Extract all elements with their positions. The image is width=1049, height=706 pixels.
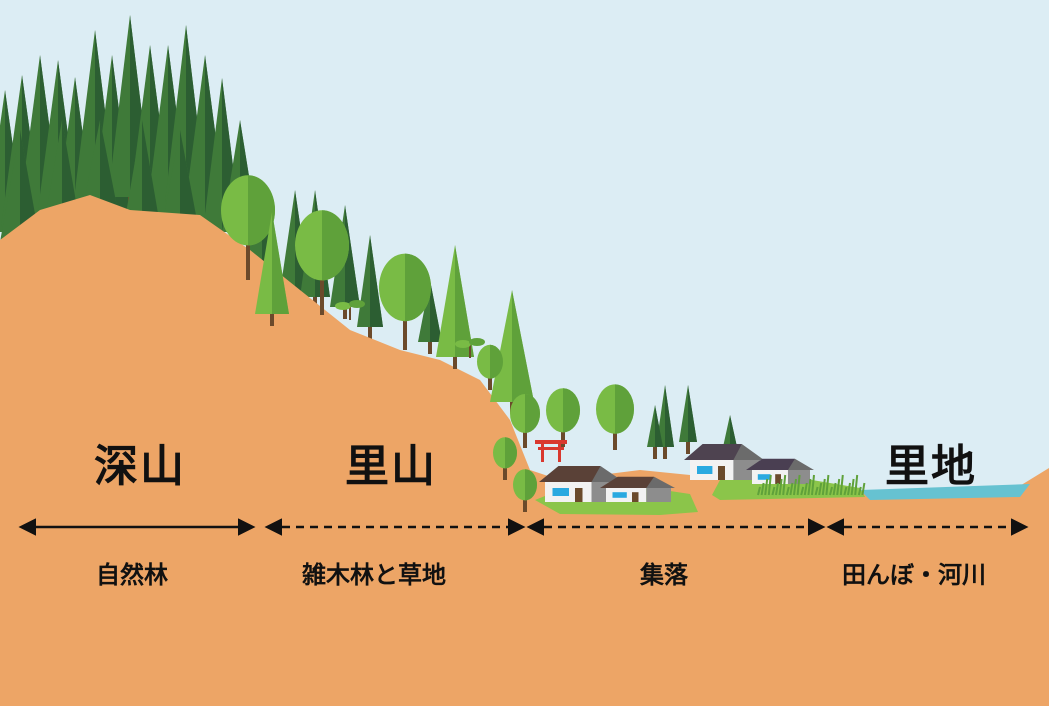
deciduous-tree-icon [493,437,517,480]
satoyama-trees [221,175,634,512]
deciduous-tree-icon [477,344,504,390]
conifer-tree-icon [656,385,674,459]
deciduous-tree-icon [379,253,431,350]
conifer-tree-icon [255,212,289,326]
sprout-icon [455,338,485,358]
conifer-tree-icon [418,280,442,354]
hill-ground [0,195,1049,706]
zone-label-miyama: 自然林 [96,561,168,589]
torii-gate-icon [535,440,567,462]
deciduous-tree-icon [295,210,349,315]
zone-title-satoyama: 里山 [345,441,437,492]
deciduous-tree-icon [596,384,634,450]
reeds [757,474,866,496]
conifer-tree-icon [436,245,474,369]
deciduous-tree-icon [510,394,540,448]
zone-title-miyama: 深山 [94,441,186,492]
zone-title-sachi: 里地 [885,441,977,492]
conifer-tree-icon [647,405,663,459]
deciduous-tree-icon [221,175,275,280]
river-water [860,484,1030,500]
zone-label-sachi: 田んぼ・河川 [842,561,986,589]
zone-label-satoyama: 雑木林と草地 [302,561,446,589]
deciduous-tree-icon [513,469,537,512]
deciduous-tree-icon [546,388,581,447]
sprout-icon [335,300,365,320]
house-icon [600,476,675,502]
village [535,440,814,502]
zone-label-shuraku: 集落 [640,561,688,589]
conifer-tree-icon [679,385,697,454]
